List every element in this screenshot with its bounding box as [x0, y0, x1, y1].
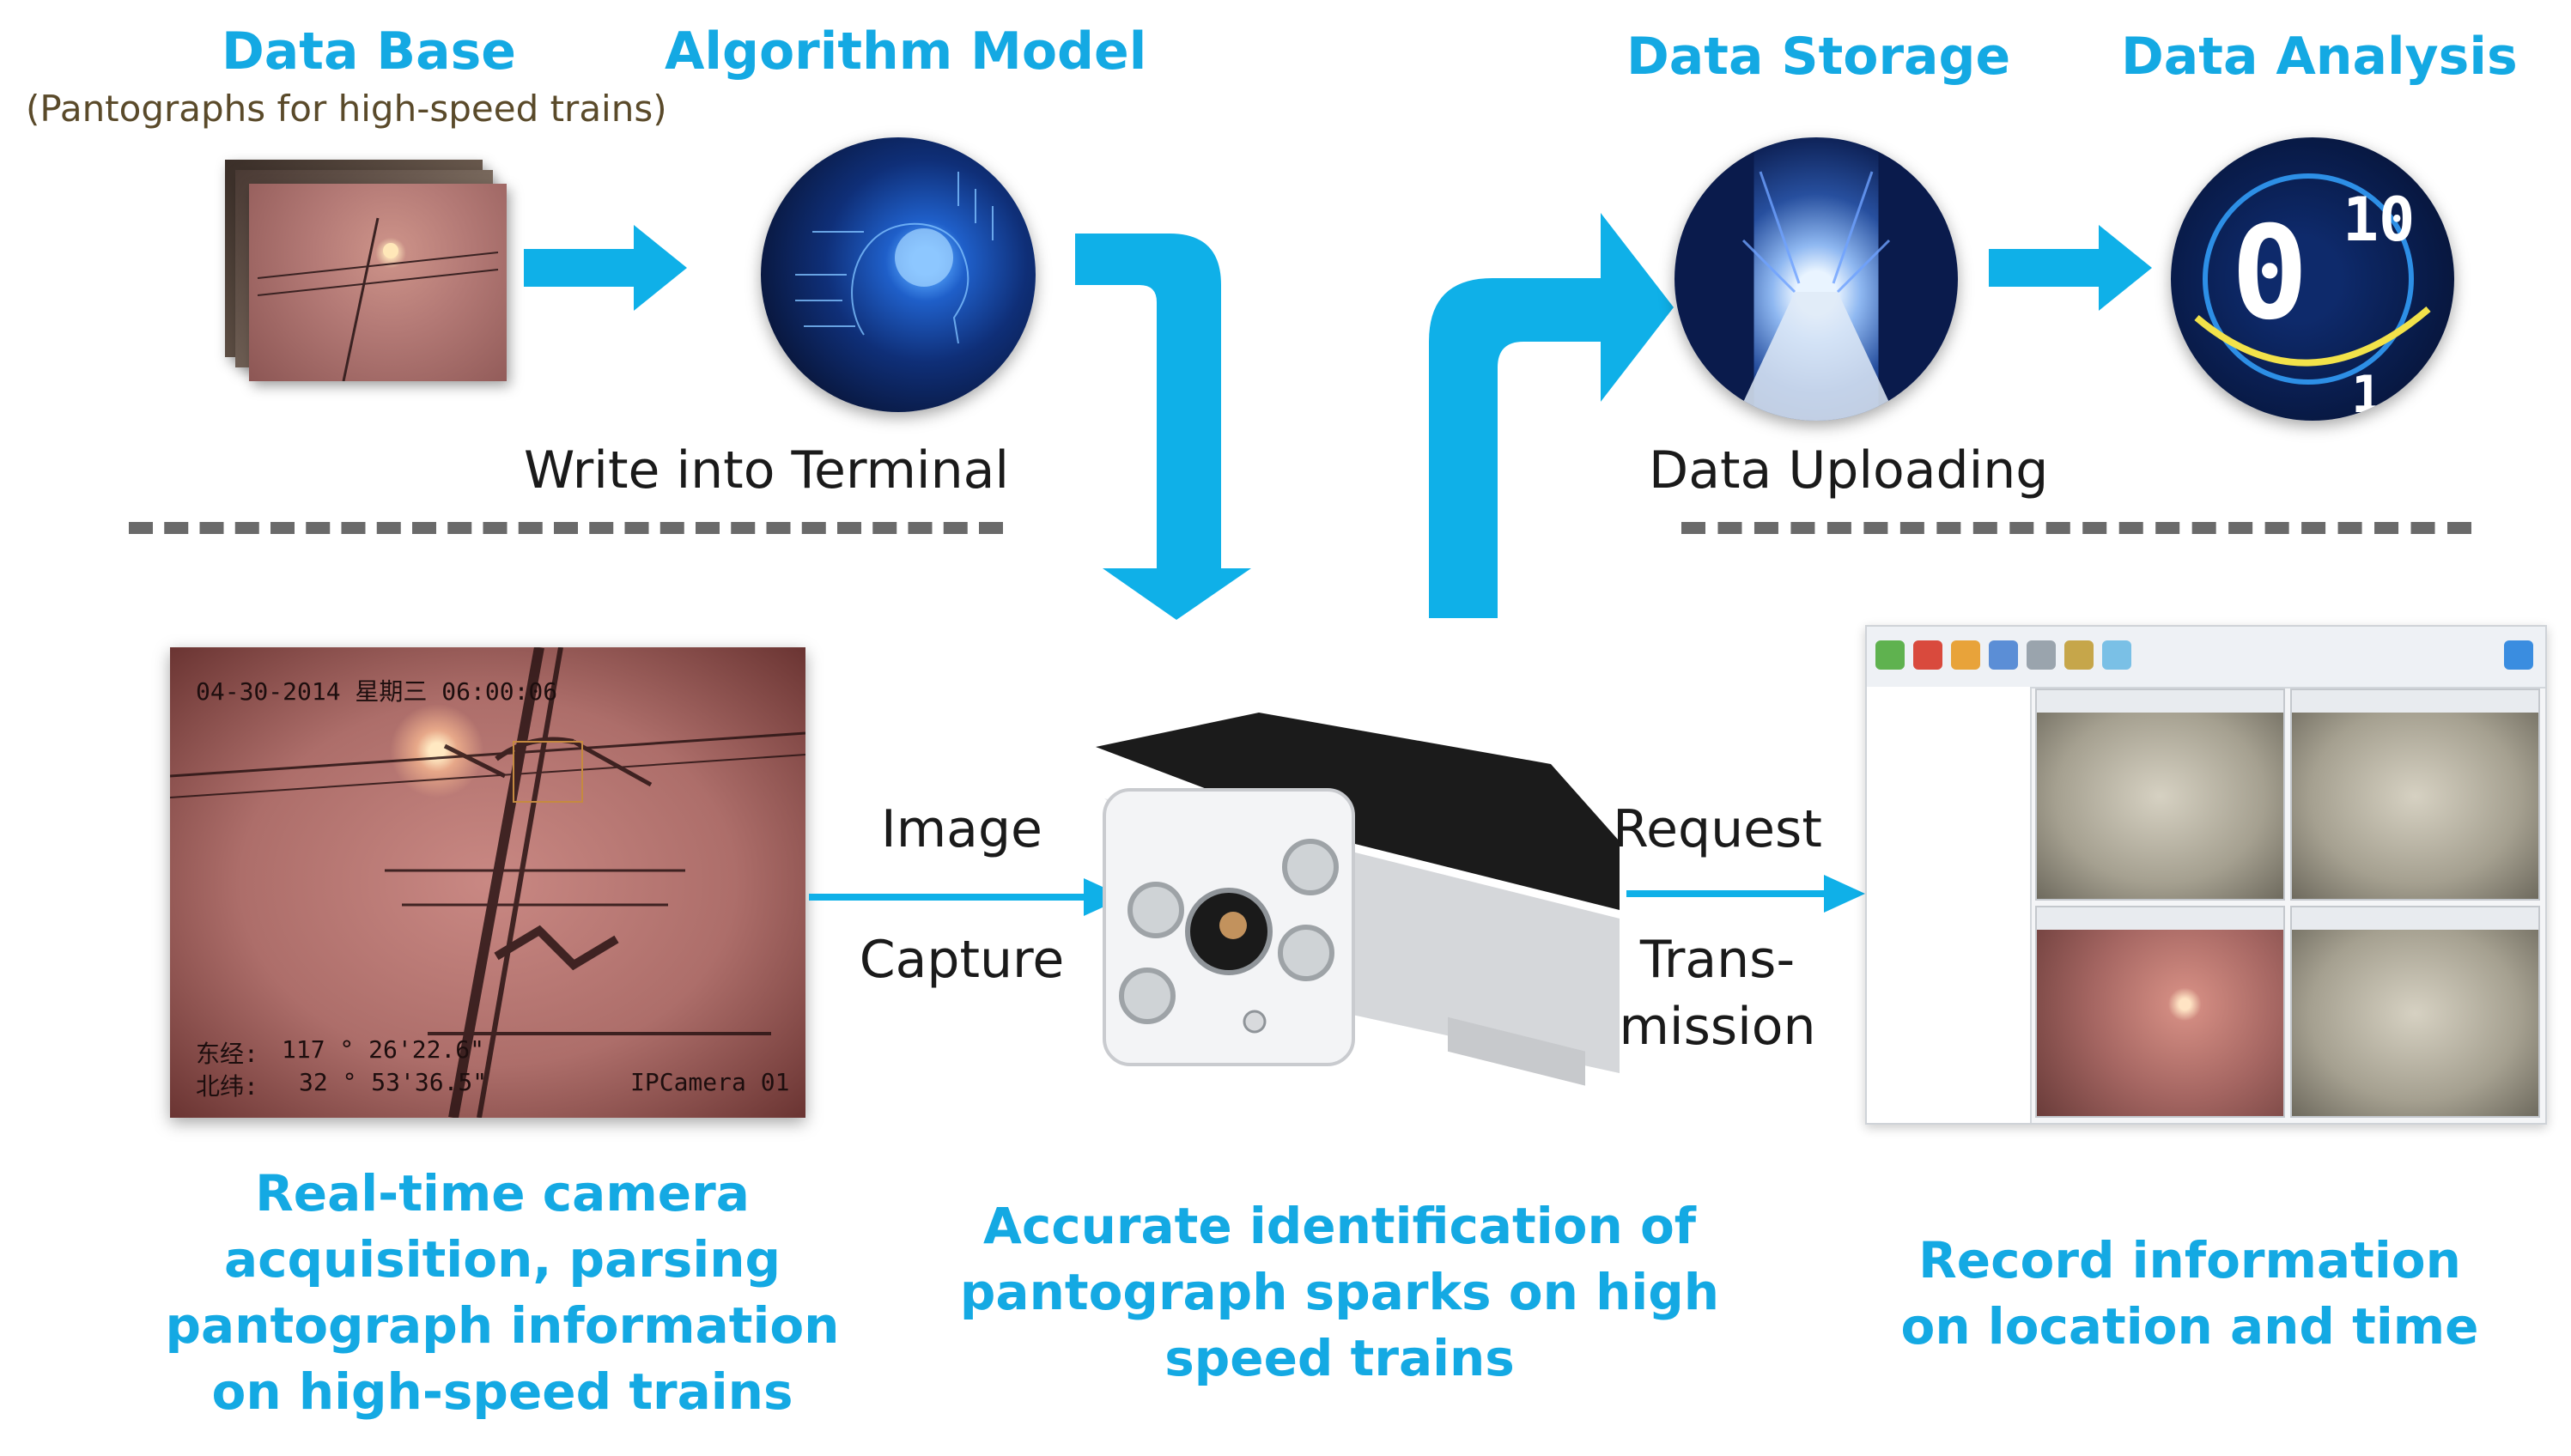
data-analysis-image: 0 10 1.0	[2171, 137, 2454, 421]
request-label: Request	[1613, 799, 1822, 859]
catenary-structure	[170, 647, 805, 1118]
arrow-database-to-algorithm	[524, 225, 687, 311]
camera-latitude-label: 北纬:	[196, 1072, 258, 1101]
camera-longitude-label: 东经:	[196, 1040, 258, 1068]
algorithm-model-heading: Algorithm Model	[665, 21, 1147, 82]
data-base-heading: Data Base	[222, 21, 516, 82]
caption-left-line-1: Real-time camera	[255, 1164, 750, 1222]
caption-left-line-2: acquisition, parsing	[223, 1230, 781, 1289]
arrow-algorithm-to-camera	[1075, 234, 1251, 620]
caption-right: Record information on location and time	[1838, 1228, 2542, 1360]
glyph-decimal: 1.0	[2351, 365, 2444, 421]
camera-grid	[2035, 689, 2540, 1118]
data-storage-image	[1674, 137, 1958, 421]
trans-label: Trans-	[1639, 930, 1796, 990]
data-base-note: (Pantographs for high-speed trains)	[26, 88, 667, 130]
caption-right-line-2: on location and time	[1900, 1297, 2479, 1356]
dashed-separator-left	[129, 522, 1003, 534]
camera-name: IPCamera 01	[630, 1068, 790, 1096]
server-corridor-icon	[1735, 171, 1898, 421]
record-icon	[2027, 640, 2056, 670]
glyph-zero: 0	[2231, 199, 2308, 349]
image-label: Image	[881, 799, 1042, 859]
caption-middle-line-1: Accurate identification of	[982, 1197, 1697, 1255]
settings-icon	[1989, 640, 2018, 670]
camera-datetime: 04-30-2014 星期三 06:00:06	[196, 677, 558, 706]
stop-icon	[1913, 640, 1942, 670]
camera-pane-4	[2290, 906, 2540, 1118]
mission-label: mission	[1619, 997, 1816, 1057]
folder-icon	[2064, 640, 2094, 670]
binary-digits-icon: 0 10 1.0	[2194, 173, 2444, 421]
ai-head-icon	[795, 172, 994, 344]
play-icon	[1875, 640, 1905, 670]
arrow-photo-to-camera	[809, 878, 1125, 916]
photo-tile-front	[249, 184, 507, 382]
arrow-camera-to-records	[1626, 875, 1865, 913]
caption-middle: Accurate identification of pantograph sp…	[945, 1193, 1735, 1392]
ip-camera-device	[1096, 713, 1620, 1086]
caption-middle-line-3: speed trains	[1164, 1329, 1515, 1387]
database-photo-stack	[225, 160, 508, 383]
caption-right-line-1: Record information	[1918, 1231, 2461, 1289]
capture-label: Capture	[859, 930, 1065, 990]
caption-left: Real-time camera acquisition, parsing pa…	[129, 1161, 876, 1425]
data-storage-heading: Data Storage	[1626, 27, 2011, 87]
data-uploading-label: Data Uploading	[1649, 440, 2049, 500]
tile-overhead-lines	[257, 217, 499, 382]
monitoring-software-screen	[1865, 625, 2547, 1125]
software-toolbar	[1867, 627, 2545, 689]
caption-left-line-4: on high-speed trains	[211, 1362, 793, 1421]
arrow-camera-to-storage	[1429, 213, 1674, 618]
arrow-storage-to-analysis	[1989, 225, 2152, 311]
camera-latitude: 32 ° 53'36.5"	[299, 1068, 488, 1096]
tools-icon	[1951, 640, 1980, 670]
algorithm-model-image	[761, 137, 1036, 412]
camera-feed-photo: 04-30-2014 星期三 06:00:06 东经: 117 ° 26'22.…	[170, 647, 805, 1118]
info-icon	[2102, 640, 2131, 670]
dashed-separator-right	[1681, 522, 2471, 534]
camera-pane-3	[2035, 906, 2285, 1118]
caption-left-line-3: pantograph information	[165, 1296, 840, 1355]
camera-pane-2	[2290, 689, 2540, 901]
camera-longitude: 117 ° 26'22.6"	[282, 1035, 485, 1064]
camera-pane-1	[2035, 689, 2285, 901]
glyph-ten: 10	[2343, 185, 2415, 255]
software-sidebar	[1867, 687, 2032, 1123]
caption-middle-line-2: pantograph sparks on high	[959, 1263, 1720, 1321]
data-analysis-heading: Data Analysis	[2121, 27, 2518, 87]
write-terminal-label: Write into Terminal	[524, 440, 1010, 500]
window-control-icon	[2504, 640, 2533, 670]
